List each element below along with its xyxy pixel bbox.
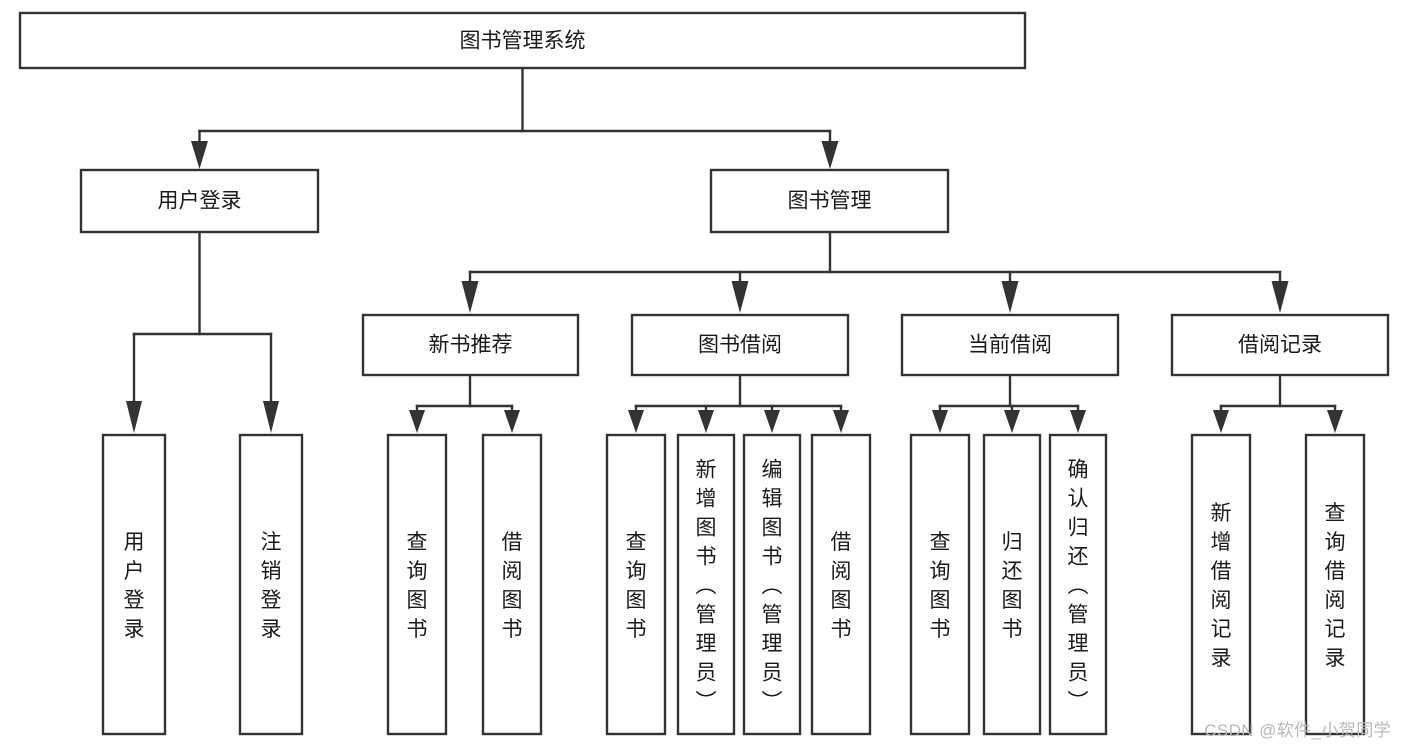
node-borrow-record-box[interactable] [1170,313,1390,377]
leaf-query-book-rec-box[interactable] [386,433,448,736]
node-root-label: 图书管理系统 [460,30,586,53]
leaf-query-record[interactable]: 查询借阅记录 [1304,433,1366,736]
node-book-manage-box[interactable] [709,168,950,234]
node-borrow-record[interactable]: 借阅记录 [1170,313,1390,377]
node-current-borrow[interactable]: 当前借阅 [900,313,1120,377]
leaf-edit-book-box[interactable] [742,433,802,736]
leaf-user-logout-box[interactable] [238,433,304,736]
arrowhead-nb-to-leaf-query-book [409,410,425,433]
arrowhead-nb-to-leaf-borrow-book [504,410,520,433]
arrowhead-ul-to-leaf-user-logout [263,401,279,433]
node-user-login-label: 用户登录 [158,190,242,213]
arrowhead-root-to-user-login [191,141,208,169]
leaf-query-book-cur[interactable]: 查询图书 [909,433,971,736]
arrowhead-br-to-leaf-query-record [1327,410,1343,433]
arrowhead-bb-to-leaf-query-book [628,410,644,433]
arrowhead-bm-to-current-borrow [1001,281,1019,313]
leaf-user-logout[interactable]: 注销登录 [238,433,304,736]
node-current-borrow-box[interactable] [900,313,1120,377]
node-book-borrow-box[interactable] [630,313,850,377]
leaf-user-login[interactable]: 用户登录 [101,433,167,736]
leaf-confirm-return-label: 确认归还︵管理员︶ [1068,459,1089,714]
leaf-borrow-book-brw-box[interactable] [810,433,872,736]
leaf-node-layer: 用户登录 注销登录 查询图书 借阅图书 查询图书 新增图书︵管理员︶ 编辑图书︵管理员︶ 借阅… [101,433,1366,736]
node-current-borrow-label: 当前借阅 [968,334,1052,357]
leaf-add-book[interactable]: 新增图书︵管理员︶ [676,433,736,736]
node-user-login-box[interactable] [79,168,320,234]
node-book-manage-label: 图书管理 [788,190,872,213]
leaf-query-book-rec-label: 查询图书 [407,531,428,641]
arrowhead-root-to-book-manage [821,141,839,169]
leaf-query-record-box[interactable] [1304,433,1366,736]
leaf-borrow-book-rec-box[interactable] [481,433,543,736]
node-root[interactable]: 图书管理系统 [18,11,1027,70]
leaf-confirm-return[interactable]: 确认归还︵管理员︶ [1048,433,1108,736]
leaf-user-logout-label: 注销登录 [261,531,282,641]
node-book-borrow-label: 图书借阅 [698,334,782,357]
leaf-confirm-return-box[interactable] [1048,433,1108,736]
leaf-add-record-label: 新增借阅记录 [1211,502,1232,670]
leaf-add-book-box[interactable] [676,433,736,736]
node-root-box[interactable] [18,11,1027,70]
arrowhead-cb-to-leaf-return-book [1004,410,1020,433]
leaf-query-book-cur-label: 查询图书 [930,531,951,641]
arrowhead-bb-to-leaf-edit-book [764,410,780,433]
arrowhead-bb-to-leaf-add-book [698,410,714,433]
arrowhead-bb-to-leaf-borrow-book [833,410,849,433]
arrowhead-bm-to-new-book-rec [461,281,479,313]
leaf-query-book-brw-box[interactable] [605,433,667,736]
leaf-return-book-box[interactable] [982,433,1042,736]
node-user-login[interactable]: 用户登录 [79,168,320,234]
leaf-user-login-label: 用户登录 [124,531,145,641]
leaf-borrow-book-rec-label: 借阅图书 [502,531,523,641]
arrowhead-ul-to-leaf-user-login [126,401,142,433]
leaf-query-book-cur-box[interactable] [909,433,971,736]
arrowhead-cb-to-leaf-confirm-return [1070,410,1086,433]
arrowhead-bm-to-borrow-record [1271,281,1289,313]
node-new-book-recommend-label: 新书推荐 [429,334,513,357]
node-book-borrow[interactable]: 图书借阅 [630,313,850,377]
leaf-borrow-book-brw[interactable]: 借阅图书 [810,433,872,736]
arrowhead-bm-to-book-borrow [731,281,749,313]
leaf-user-login-box[interactable] [101,433,167,736]
leaf-query-book-brw-label: 查询图书 [626,531,647,641]
connector-layer [126,66,1343,433]
arrowhead-cb-to-leaf-query-book [932,410,948,433]
leaf-add-record-box[interactable] [1190,433,1252,736]
node-new-book-recommend-box[interactable] [361,313,580,377]
leaf-add-record[interactable]: 新增借阅记录 [1190,433,1252,736]
leaf-query-book-brw[interactable]: 查询图书 [605,433,667,736]
leaf-query-book-rec[interactable]: 查询图书 [386,433,448,736]
arrowhead-br-to-leaf-add-record [1213,410,1229,433]
leaf-borrow-book-brw-label: 借阅图书 [831,531,852,641]
leaf-return-book-label: 归还图书 [1002,531,1023,641]
leaf-return-book[interactable]: 归还图书 [982,433,1042,736]
node-borrow-record-label: 借阅记录 [1238,334,1322,357]
leaf-add-book-label: 新增图书︵管理员︶ [696,459,717,714]
leaf-borrow-book-rec[interactable]: 借阅图书 [481,433,543,736]
leaf-edit-book[interactable]: 编辑图书︵管理员︶ [742,433,802,736]
node-book-manage[interactable]: 图书管理 [709,168,950,234]
leaf-query-record-label: 查询借阅记录 [1325,502,1346,670]
node-new-book-recommend[interactable]: 新书推荐 [361,313,580,377]
leaf-edit-book-label: 编辑图书︵管理员︶ [762,459,783,714]
